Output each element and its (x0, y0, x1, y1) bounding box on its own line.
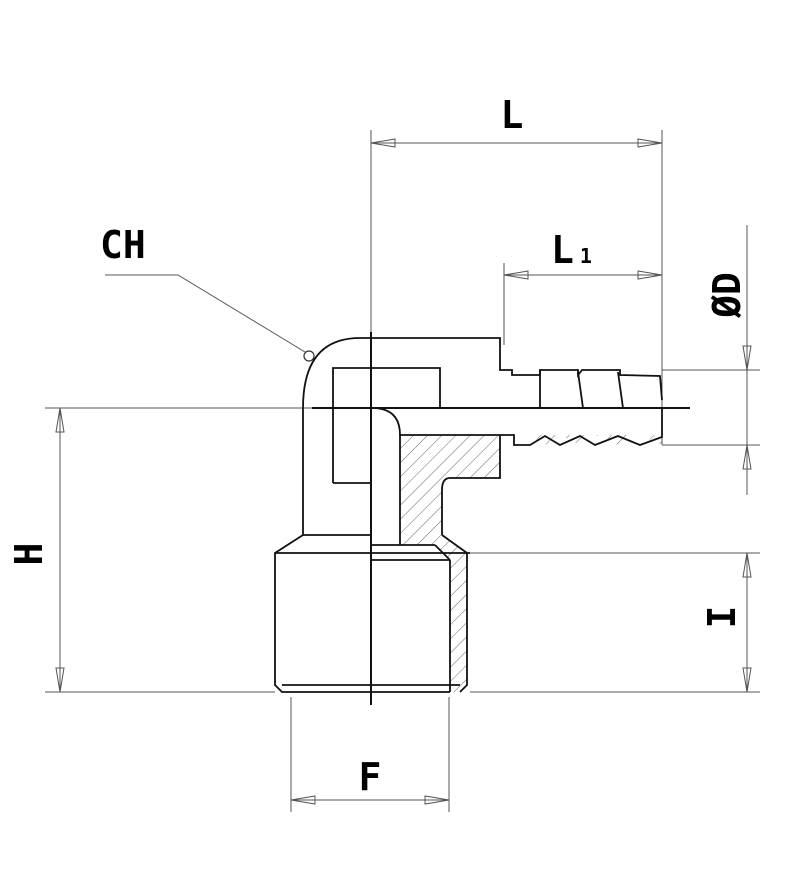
fitting-body (274, 332, 690, 705)
dimension-od: ØD (662, 225, 760, 495)
dimension-l: L (370, 93, 663, 445)
label-od: ØD (705, 272, 749, 319)
dimension-i: I (470, 552, 760, 693)
label-h: H (7, 543, 51, 566)
dimension-f: F (290, 697, 450, 812)
dimension-h: H (7, 407, 372, 693)
label-i: I (700, 606, 744, 629)
ch-callout: CH (100, 223, 315, 362)
label-ch: CH (100, 223, 146, 267)
label-f: F (359, 755, 382, 799)
label-l: L (501, 93, 524, 137)
